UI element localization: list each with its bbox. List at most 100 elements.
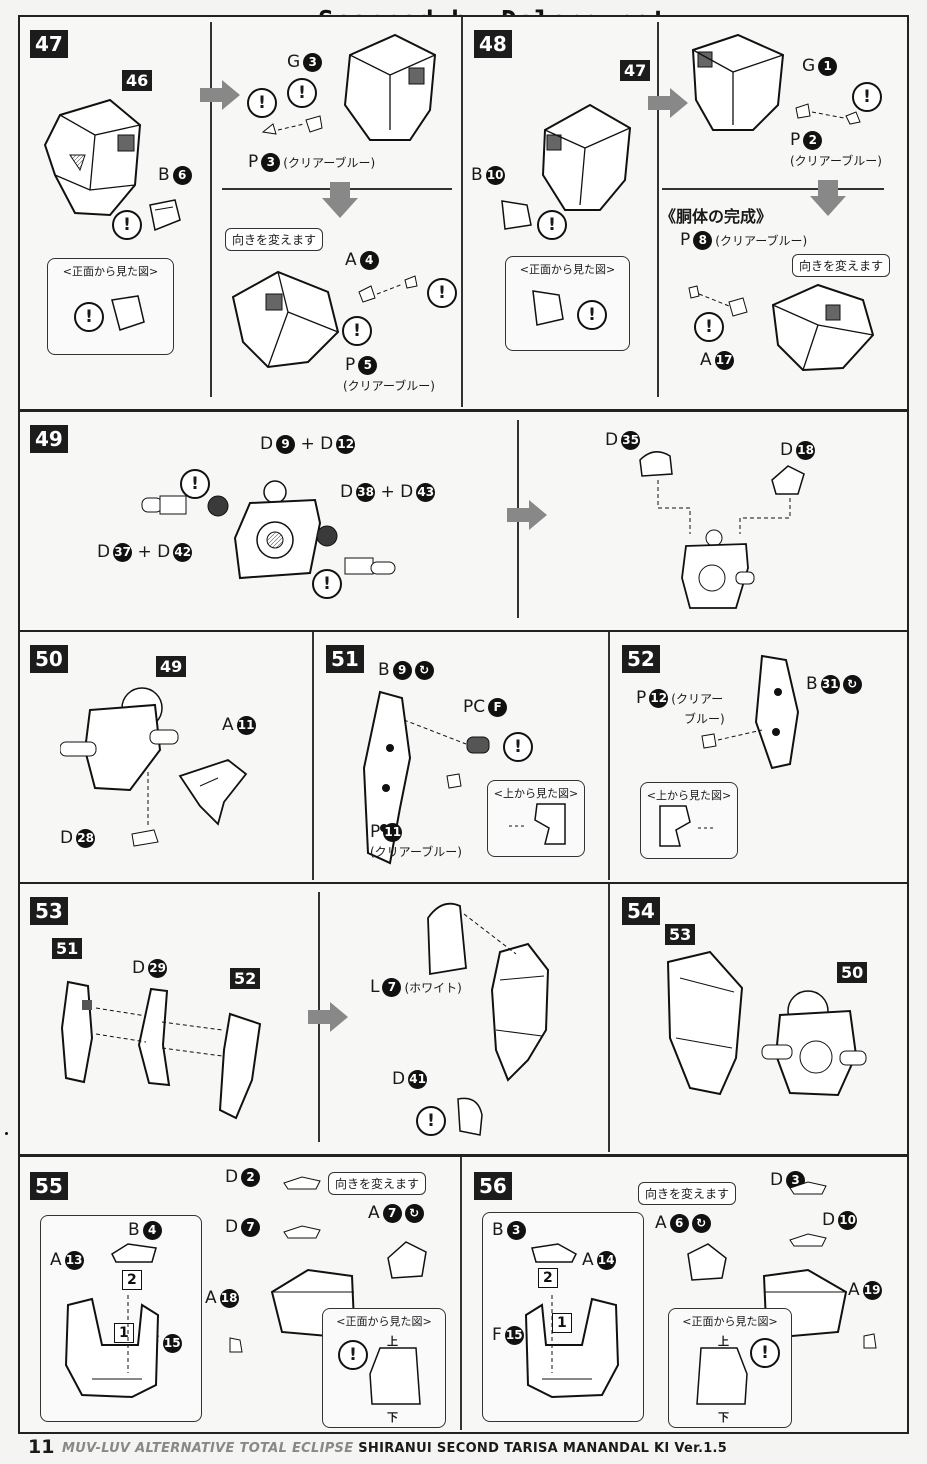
armor-part-illustration [178,758,248,826]
part-letter: P [790,130,801,150]
dashed-guide [463,913,517,955]
warning-icon: ! [577,300,607,330]
reference-step-badge: 51 [52,938,83,959]
divider [312,632,314,880]
small-part-illustration [501,200,532,230]
warning-icon: ! [416,1106,446,1136]
part-letter: G [287,52,301,72]
part-letter: D [132,958,146,978]
joint-part-illustration [316,525,396,575]
direction-label-bottom: 下 [718,1411,729,1424]
part-number: 7 [382,1203,402,1223]
part-letter: A [345,250,357,270]
direction-arrow-icon [200,80,240,110]
turn-around-callout: 向きを変えます [225,228,324,251]
part-note-p12: ブルー) [684,712,725,726]
small-part-illustration [509,803,566,845]
warning-icon: ! [342,316,372,346]
rotate-icon: ↻ [414,660,434,680]
part-letter: D [157,542,171,562]
small-part-illustration [283,1225,321,1239]
direction-label-top: 上 [718,1335,729,1348]
clear-part-illustration [688,285,748,317]
direction-label-top: 上 [387,1335,398,1348]
step-number: 56 [474,1172,512,1200]
part-number: 28 [76,828,96,848]
dashed-guide [403,719,467,745]
reference-step-badge: 47 [620,60,651,81]
footer-product: SHIRANUI SECOND TARISA MANANDAL KI Ver.1… [358,1441,728,1456]
armor-part-illustration [771,465,805,495]
part-number: 18 [796,440,816,460]
step-number: 55 [30,1172,68,1200]
part-number: 3 [261,152,281,172]
part-number: 31 [820,674,840,694]
part-number: 15 [162,1333,182,1353]
joint-part-illustration [141,495,229,517]
head-part-illustration [691,33,785,131]
arm-part-illustration [754,654,800,770]
part-number: 10 [838,1210,858,1230]
part-letter: P [680,230,691,250]
small-part-illustration [111,1243,157,1263]
step-number: 48 [474,30,512,58]
sequence-badge: 1 [114,1323,134,1343]
reference-step-badge: 53 [665,924,696,945]
small-part-illustration [687,1243,727,1281]
step-number: 52 [622,645,660,673]
part-number: 42 [173,542,193,562]
warning-icon: ! [750,1338,780,1368]
armor-part-illustration [639,451,673,477]
reference-step-badge: 46 [122,70,153,91]
plus-sign: + [380,482,395,502]
part-number: 7 [382,977,402,997]
part-letter: D [340,482,354,502]
part-number: 35 [621,430,641,450]
direction-arrow-icon [648,88,688,118]
footer-title: MUV-LUV ALTERNATIVE TOTAL ECLIPSE SHIRAN… [62,1441,727,1456]
arm-part-illustration [137,987,171,1087]
dashed-guide [147,772,149,826]
view-box-title: <上から見た図> [646,789,732,802]
warning-icon: ! [852,82,882,112]
dashed-guide [95,1007,223,1057]
rotate-icon: ↻ [404,1203,424,1223]
view-box-title: <正面から見た図> [519,263,616,276]
part-letter: P [345,355,356,375]
small-part-illustration [111,295,145,331]
sequence-badge: 2 [122,1270,142,1290]
part-note: (ホワイト) [404,980,462,995]
part-number: 7 [241,1217,261,1237]
small-clear-part-illustration [446,773,462,789]
small-part-illustration [659,805,714,847]
part-number: 3 [303,52,323,72]
divider [608,884,610,1152]
reference-step-badge: 49 [156,656,187,677]
top-view-box: <上から見た図> [640,782,738,859]
part-number: 5 [358,355,378,375]
head-part-illustration [43,98,142,217]
front-view-box: <正面から見た図> [47,258,174,355]
forearm-part-illustration [666,950,744,1096]
part-number: 37 [113,542,133,562]
divider [461,17,463,407]
part-letter: PC [463,697,486,717]
clear-part-illustration [795,103,861,125]
head-part-illustration [771,283,875,372]
